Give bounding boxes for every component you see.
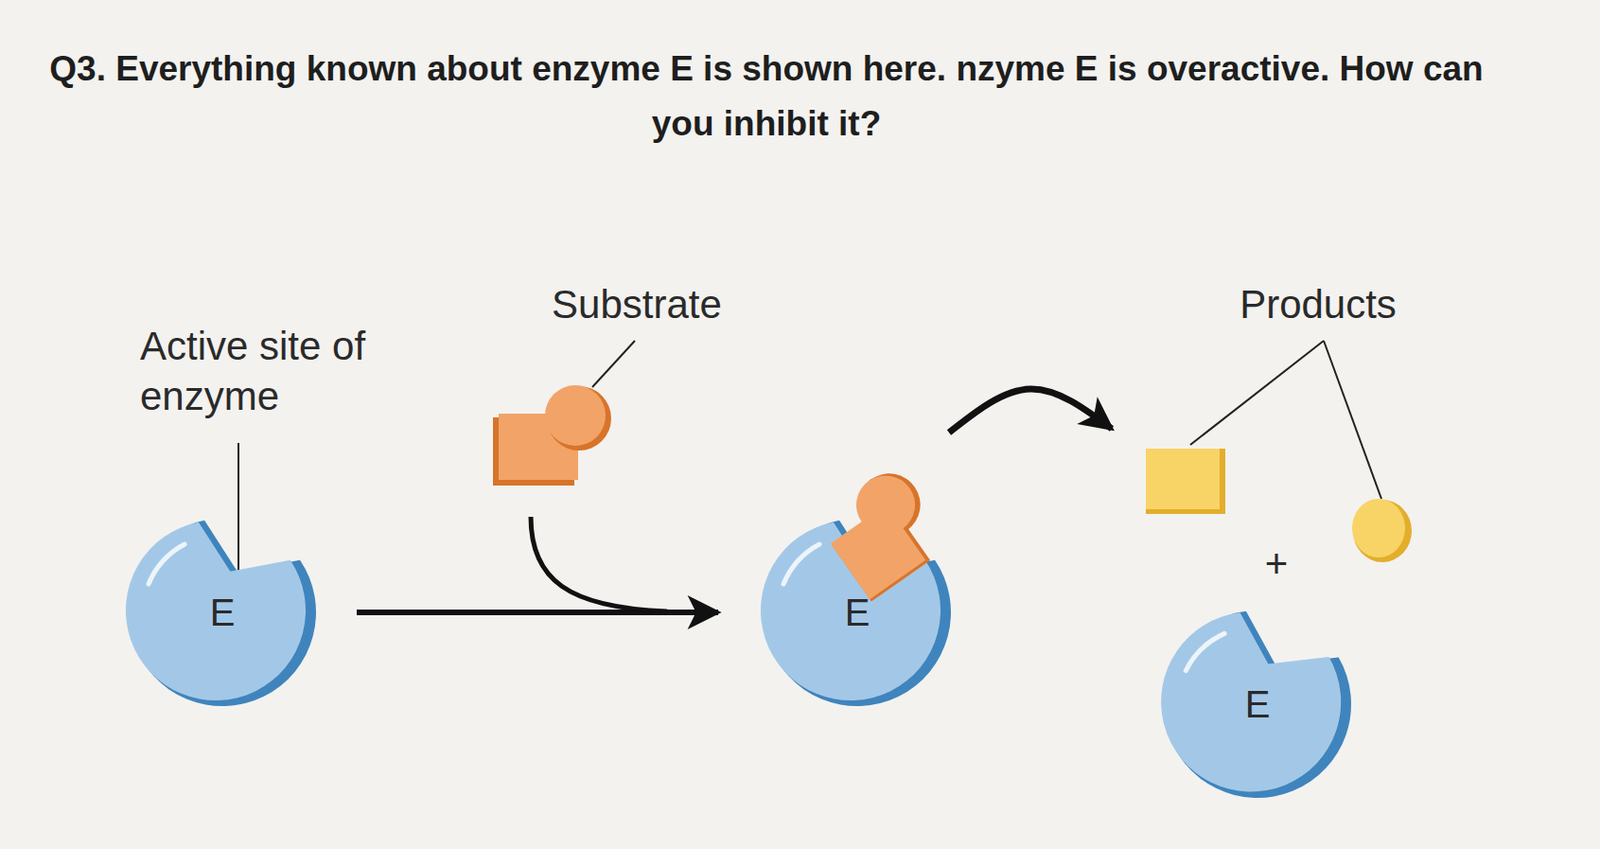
enzyme-label-box: E [1162, 609, 1353, 799]
enzyme-highlight [148, 544, 185, 584]
substrate-molecule [492, 385, 612, 486]
enzyme-circle: E [1162, 609, 1353, 799]
enzyme-label-box: E [127, 517, 317, 707]
enzyme-highlight [1185, 631, 1225, 674]
enzyme-circle: E [762, 517, 952, 707]
product-square [1145, 448, 1226, 514]
release-arrow [949, 388, 1112, 433]
part-label: Substrate [551, 280, 722, 331]
leader-line [237, 442, 240, 572]
enzyme-body [125, 522, 306, 701]
enzyme-circle: E [127, 517, 317, 707]
enzyme-letter: E [210, 591, 236, 634]
enzyme-label-box: E [762, 517, 952, 707]
part-label: Active site of enzyme [140, 321, 368, 422]
plus-sign: + [1265, 539, 1289, 590]
enzyme-letter: E [1245, 683, 1271, 726]
question-title: Q3. Everything known about enzyme E is s… [37, 41, 1495, 153]
product-circle [1352, 498, 1412, 563]
substrate-binding-arrow [530, 516, 668, 612]
part-label: Products [1239, 280, 1397, 331]
bound-substrate [813, 460, 954, 601]
enzyme-letter: E [844, 591, 871, 634]
leader-line [1190, 340, 1324, 445]
leader-line [1323, 340, 1382, 499]
enzyme-body [1155, 607, 1348, 798]
leader-line [592, 340, 635, 387]
enzyme-highlight [783, 544, 820, 584]
reaction-arrow [356, 609, 719, 616]
